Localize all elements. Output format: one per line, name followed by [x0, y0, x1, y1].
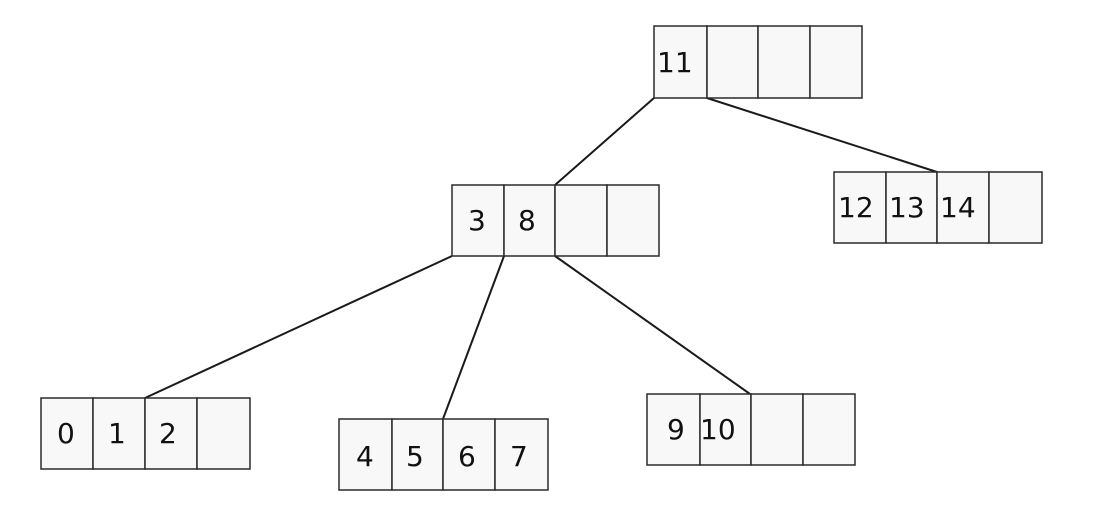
node-cell [494, 418, 549, 491]
node-key: 11 [657, 46, 693, 79]
node-key: 12 [838, 191, 874, 224]
node-key: 1 [108, 417, 126, 450]
node-key: 14 [940, 191, 976, 224]
tree-edges [144, 97, 938, 420]
node-cell [802, 393, 856, 466]
node-key: 4 [356, 440, 374, 473]
node-cell [988, 171, 1043, 244]
node-cell [503, 184, 556, 257]
leaf-node-b: 4 5 6 7 [338, 418, 549, 491]
node-cell [338, 418, 393, 491]
edge-internal-to-leaf-a [144, 255, 453, 399]
edge-internal-to-leaf-c [554, 255, 751, 395]
leaf-node-c: 9 10 [646, 393, 856, 466]
node-key: 5 [406, 440, 424, 473]
node-key: 0 [57, 417, 75, 450]
node-key: 3 [468, 204, 486, 237]
node-cell [606, 184, 660, 257]
node-cell [92, 397, 146, 470]
edge-root-to-internal [554, 97, 655, 186]
node-key: 13 [889, 191, 925, 224]
node-cell [196, 397, 251, 470]
node-key: 6 [458, 440, 476, 473]
node-cell [40, 397, 94, 470]
node-cell [936, 171, 990, 244]
node-cell [750, 393, 804, 466]
edge-root-to-leaf-right [706, 97, 938, 173]
leaf-node-right: 12 13 14 [833, 171, 1043, 244]
leaf-node-a: 0 1 2 [40, 397, 251, 470]
node-cell [442, 418, 496, 491]
node-cell [757, 25, 811, 99]
internal-node: 3 8 [451, 184, 660, 257]
node-key: 10 [700, 413, 736, 446]
node-cell [144, 397, 198, 470]
node-cell [646, 393, 701, 466]
node-key: 2 [159, 417, 177, 450]
node-cell [451, 184, 505, 257]
node-cell [809, 25, 863, 99]
root-node: 11 [653, 25, 863, 99]
node-cell [653, 25, 708, 99]
node-cell [554, 184, 608, 257]
node-cell [885, 171, 938, 244]
node-key: 9 [667, 413, 685, 446]
node-cell [706, 25, 759, 99]
edge-internal-to-leaf-b [442, 255, 505, 420]
node-key: 7 [510, 440, 528, 473]
node-key: 8 [518, 204, 536, 237]
